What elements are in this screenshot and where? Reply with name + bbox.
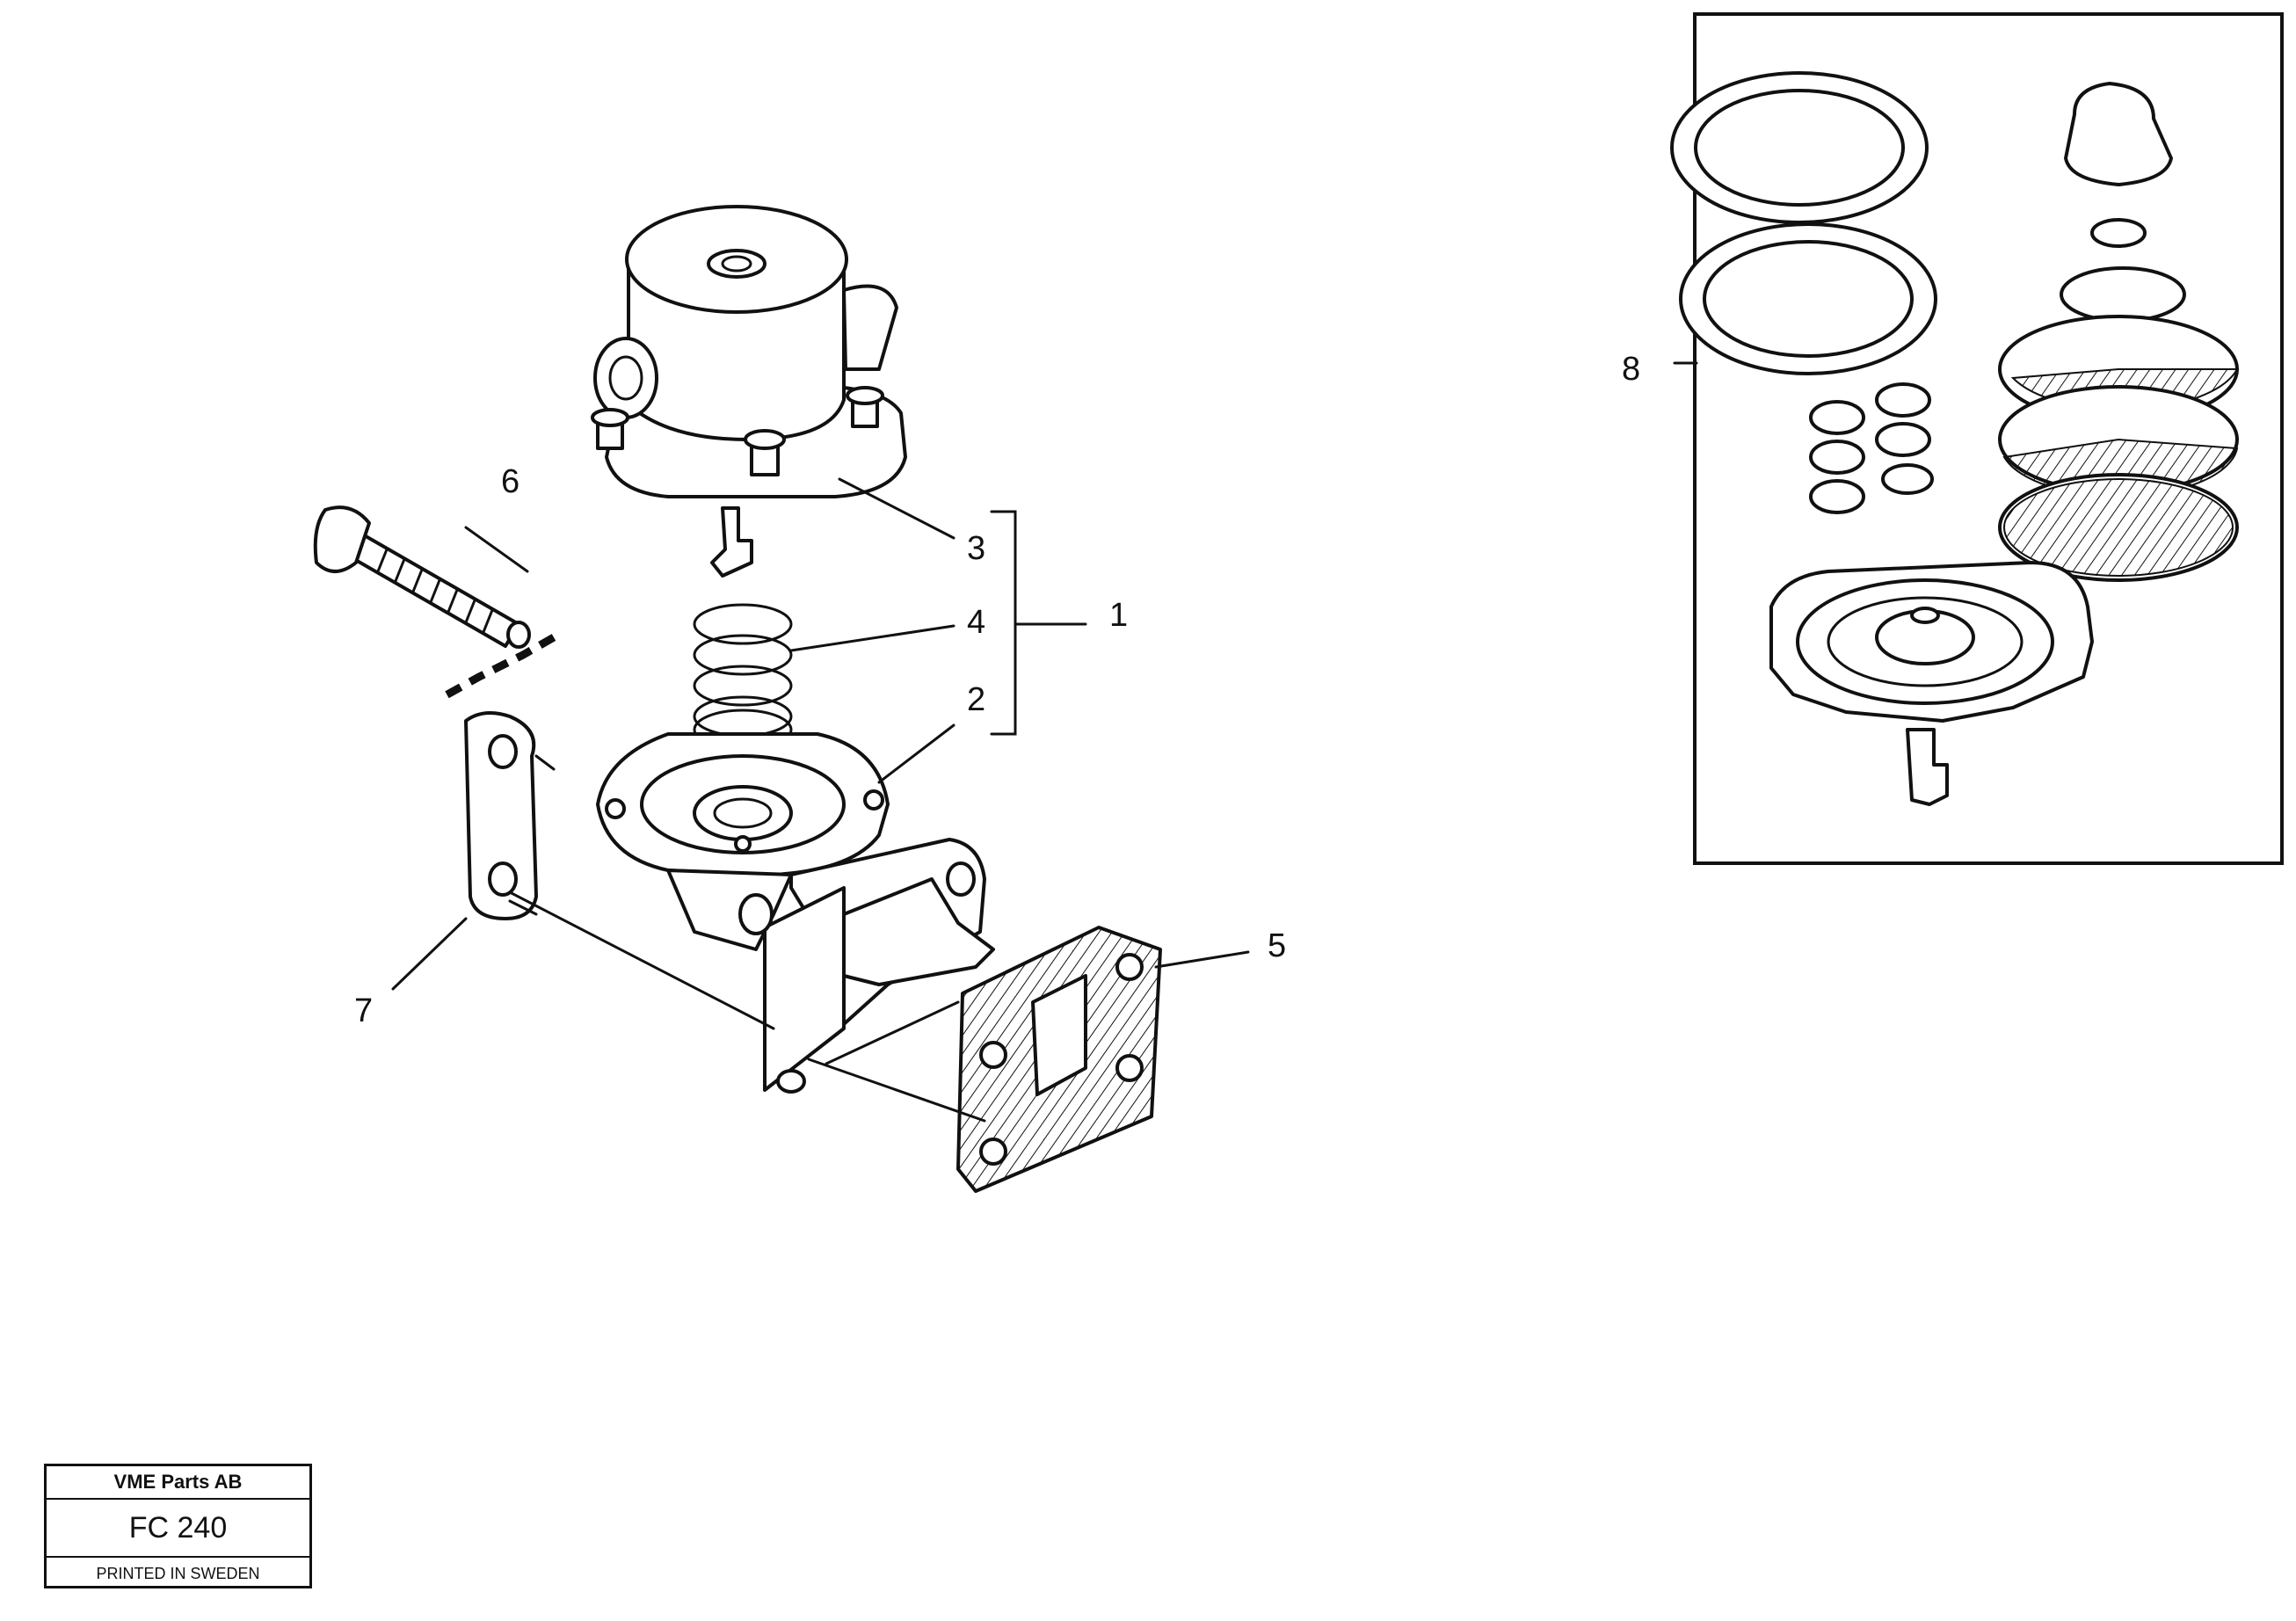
gasket-part — [956, 926, 1162, 1193]
pump-housing-part — [596, 732, 995, 1094]
callout-labels: 1 2 3 4 5 6 7 8 — [354, 351, 1640, 1029]
callout-4: 4 — [967, 604, 985, 641]
callout-5: 5 — [1268, 927, 1286, 964]
flange-plate-part — [464, 711, 538, 920]
callout-7: 7 — [354, 992, 373, 1029]
callout-8: 8 — [1622, 351, 1640, 388]
repair-kit-frame — [1670, 12, 2284, 865]
printed-note: PRINTED IN SWEDEN — [96, 1565, 260, 1582]
company-name: VME Parts AB — [47, 1466, 309, 1500]
pump-cover-part — [591, 205, 907, 578]
callout-1: 1 — [1109, 597, 1128, 634]
leader-lines — [391, 361, 1698, 1123]
figure-code: FC 240 — [47, 1500, 309, 1558]
bolt-part — [313, 505, 531, 649]
callout-3: 3 — [967, 530, 985, 567]
spring-part — [693, 603, 793, 751]
callout-2: 2 — [967, 681, 985, 718]
title-block: VME Parts AB FC 240 PRINTED IN SWEDEN — [44, 1464, 312, 1588]
callout-6: 6 — [501, 463, 520, 500]
